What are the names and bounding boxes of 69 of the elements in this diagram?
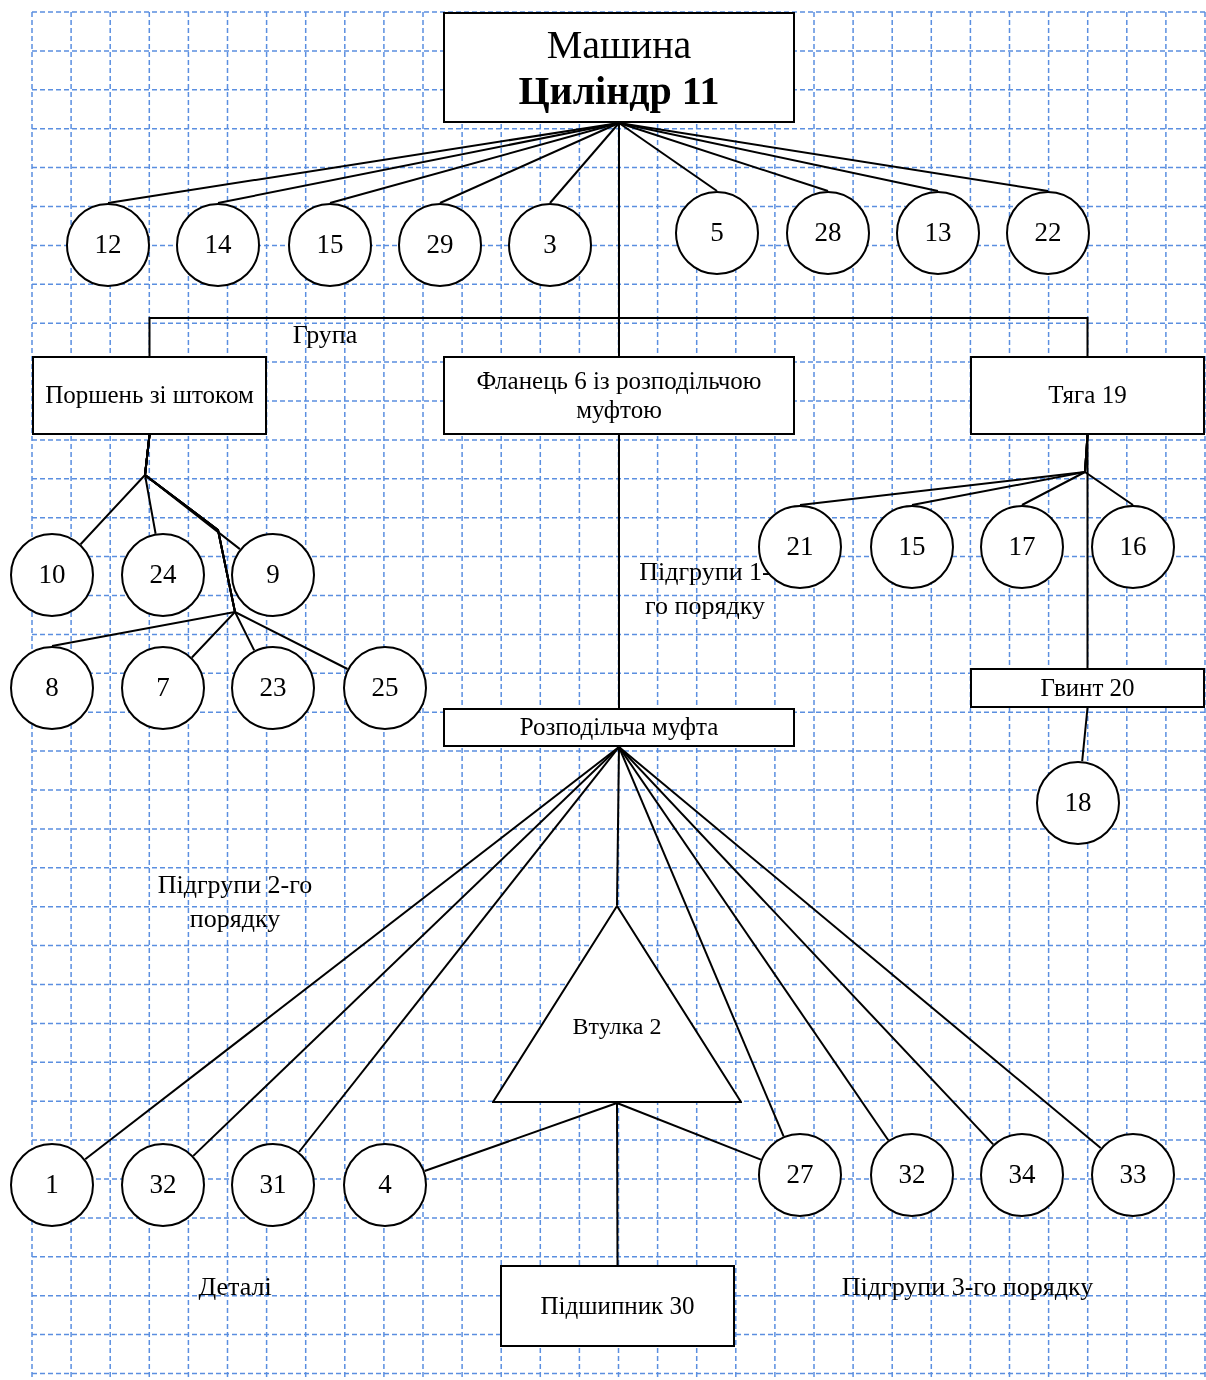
assembly-name: Машина <box>545 21 693 68</box>
part-number: 22 <box>1034 217 1062 249</box>
part-number: 18 <box>1064 787 1092 819</box>
part-number: 32 <box>149 1169 177 1201</box>
level-label: Підгрупи 2-го порядку <box>156 869 314 935</box>
part-circle <box>66 203 150 287</box>
assembly-box <box>970 668 1205 708</box>
connector-line <box>616 1102 619 1266</box>
part-number: 13 <box>924 217 952 249</box>
part-number: 33 <box>1119 1159 1147 1191</box>
part-number: 34 <box>1008 1159 1036 1191</box>
part-number: 15 <box>898 531 926 563</box>
part-number: 21 <box>786 531 814 563</box>
part-number: 32 <box>898 1159 926 1191</box>
connector-line <box>423 1102 618 1172</box>
connector-line <box>1083 434 1134 506</box>
part-number: 15 <box>316 229 344 261</box>
assembly-name: Тяга 19 <box>1047 381 1128 410</box>
level-label: Підгрупи 1-го порядку <box>638 556 772 622</box>
part-number: 12 <box>94 229 122 261</box>
part-circle <box>1006 191 1090 275</box>
connector-line <box>143 434 349 670</box>
connector-line <box>618 122 718 192</box>
connector-line <box>1086 434 1089 669</box>
part-circle <box>343 1143 427 1227</box>
connector-line <box>549 122 620 204</box>
connector-line <box>618 434 620 709</box>
part-number: 24 <box>149 559 177 591</box>
part-number: 1 <box>45 1169 59 1201</box>
connector-line <box>616 1102 762 1161</box>
level-label: Деталі <box>197 1271 273 1303</box>
part-number: 27 <box>786 1159 814 1191</box>
part-number: 8 <box>45 672 59 704</box>
part-number: 7 <box>156 672 170 704</box>
part-number: 5 <box>710 217 724 249</box>
part-number: 25 <box>371 672 399 704</box>
assembly-name: Циліндр 11 <box>517 67 721 114</box>
connector-line <box>298 746 620 1153</box>
assembly-box <box>32 356 267 435</box>
part-number: 23 <box>259 672 287 704</box>
part-number: 28 <box>814 217 842 249</box>
connector-line <box>616 746 620 906</box>
assembly-name: Підшипник 30 <box>539 1291 696 1321</box>
part-number: 4 <box>378 1169 392 1201</box>
part-number: 3 <box>543 229 557 261</box>
connector-line <box>1081 707 1089 763</box>
assembly-name: Поршень зі штоком <box>44 381 255 410</box>
part-number: 31 <box>259 1169 287 1201</box>
subassembly-triangle <box>492 905 742 1103</box>
part-number: 9 <box>266 559 280 591</box>
assembly-name: Гвинт 20 <box>1039 673 1136 703</box>
part-number: 16 <box>1119 531 1147 563</box>
assembly-box <box>443 356 795 435</box>
assembly-name: Розподільча муфта <box>518 713 720 742</box>
part-number: 14 <box>204 229 232 261</box>
part-number: 10 <box>38 559 66 591</box>
assembly-name: Втулка 2 <box>572 1013 662 1041</box>
assembly-box <box>500 1265 735 1347</box>
assembly-box <box>443 708 795 747</box>
assembly-box <box>970 356 1205 435</box>
connector-line <box>618 746 1102 1150</box>
part-number: 29 <box>426 229 454 261</box>
connector-line <box>192 746 620 1157</box>
level-label: Підгрупи 3-го порядку <box>840 1271 1095 1303</box>
level-label: Група <box>291 319 359 351</box>
part-number: 17 <box>1008 531 1036 563</box>
part-circle <box>231 646 315 730</box>
assembly-name: Фланець 6 із розподільчою муфтою <box>475 366 763 425</box>
assembly-box <box>443 12 795 123</box>
